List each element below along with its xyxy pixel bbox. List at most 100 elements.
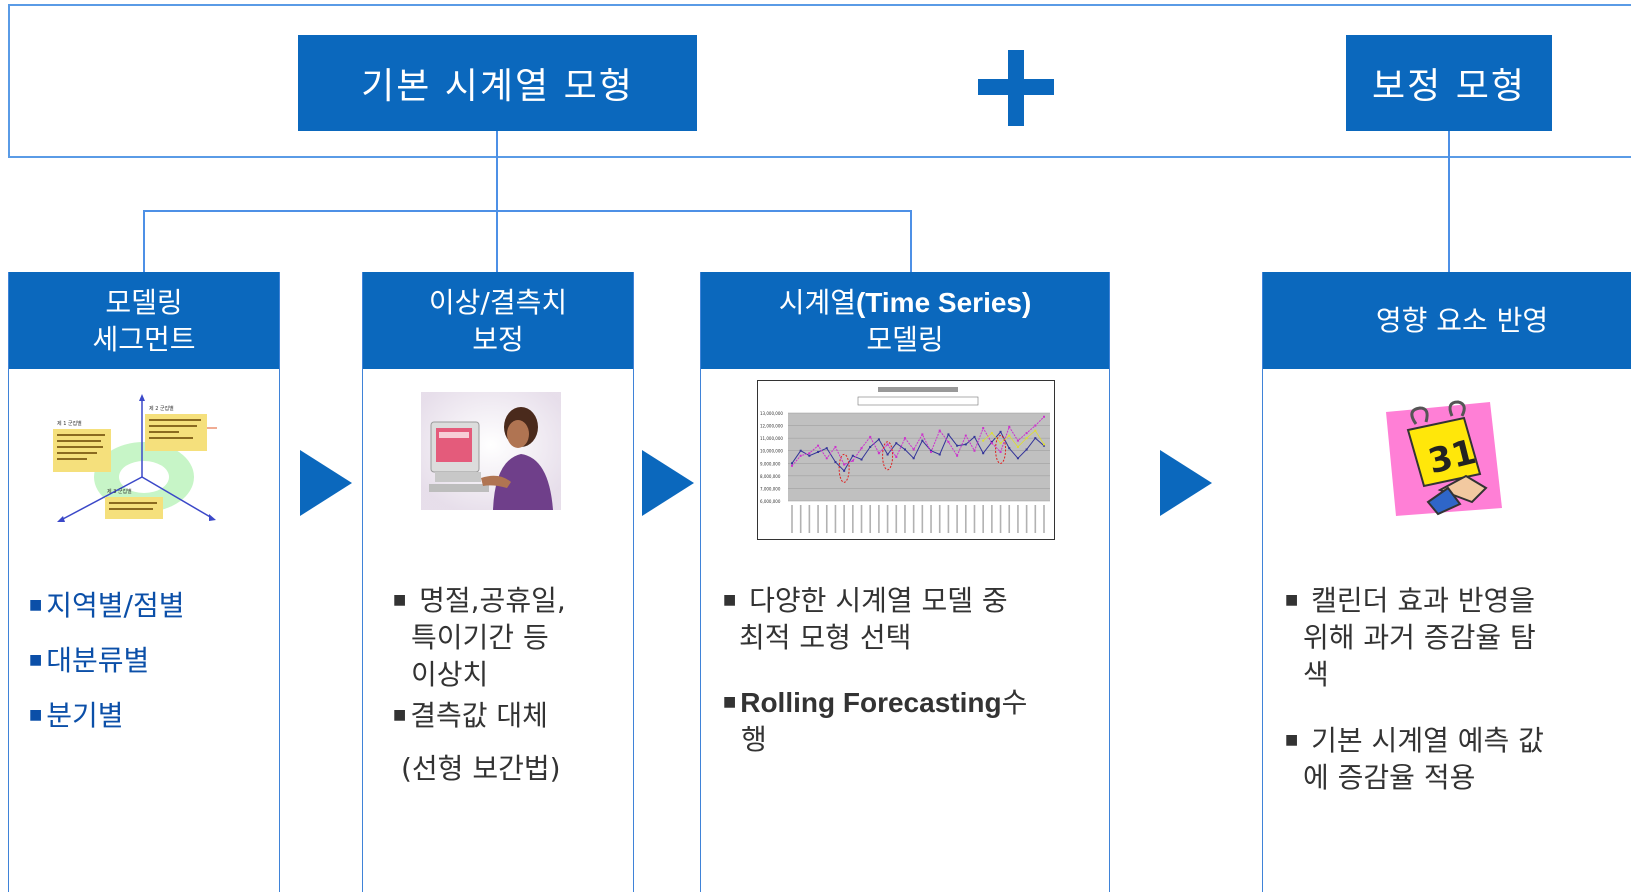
x-tick-label <box>808 505 811 533</box>
data-point <box>930 450 933 453</box>
x-tick-label <box>912 505 915 533</box>
column-header: 모델링 세그먼트 <box>9 272 279 369</box>
data-point <box>1043 415 1045 418</box>
data-point <box>1016 445 1019 448</box>
plus-icon-vertical <box>1008 50 1024 126</box>
data-point <box>869 445 872 448</box>
basic-timeseries-model-label: 기본 시계열 모형 <box>361 66 634 107</box>
x-tick-label <box>791 505 793 533</box>
connector-left-vertical <box>496 131 498 272</box>
data-point <box>956 454 959 457</box>
series-line <box>791 431 1045 472</box>
connector-col1 <box>143 210 145 272</box>
data-point <box>834 461 837 464</box>
connector-right-vertical <box>1448 131 1450 272</box>
x-tick-label <box>1034 505 1037 533</box>
calendar-icon: 31 <box>1386 400 1502 516</box>
column-modeling-segment: 모델링 세그먼트 제 1 군집별 제 2 군집별 제 3 군집별 ■지역별/점별… <box>8 272 280 892</box>
data-point <box>1043 444 1045 447</box>
basic-timeseries-model-box: 기본 시계열 모형 <box>298 35 697 131</box>
data-point <box>973 449 976 452</box>
data-point <box>1043 443 1045 446</box>
data-point <box>930 449 933 452</box>
y-tick-label: 12,000,000 <box>760 424 783 429</box>
column-anomaly-correction: 이상/결측치 보정 ■ 명절,공휴일, 특이기간 등 이상치 ■결측값 대체 (… <box>362 272 634 892</box>
data-point <box>903 437 906 440</box>
y-tick-label: 6,000,000 <box>760 499 781 504</box>
arrow-right-1 <box>300 450 352 516</box>
column-title-line2: 보정 <box>472 322 524 356</box>
data-point <box>851 459 854 462</box>
x-tick-label <box>982 505 984 533</box>
data-point <box>1034 437 1037 440</box>
data-point <box>912 448 915 451</box>
data-point <box>886 453 889 456</box>
data-point <box>1008 447 1011 450</box>
data-point <box>999 442 1002 445</box>
bullet-calendar-effect: ■ 캘린더 효과 반영을 위해 과거 증감율 탐 색 <box>1285 584 1536 691</box>
x-tick-label <box>799 505 802 533</box>
data-point <box>825 447 828 450</box>
data-point <box>947 440 950 443</box>
data-point <box>956 444 959 447</box>
data-point <box>869 435 872 438</box>
data-point <box>982 427 985 430</box>
bullet-category: ■대분류별 <box>29 644 150 677</box>
x-tick-label <box>999 505 1002 533</box>
chart-title-mark <box>878 387 958 392</box>
cluster-label-1: 제 1 군집별 <box>57 420 82 427</box>
x-tick-label <box>964 505 967 533</box>
column-header: 이상/결측치 보정 <box>363 272 633 369</box>
data-point <box>808 454 811 457</box>
timeseries-chart: 13,000,00012,000,00011,000,00010,000,000… <box>760 387 1050 533</box>
data-point <box>1016 457 1019 460</box>
series-line <box>791 416 1045 467</box>
connector-horizontal <box>143 210 912 212</box>
data-point <box>877 438 880 441</box>
data-point <box>851 454 854 457</box>
data-point <box>1034 424 1037 427</box>
data-point <box>1034 429 1037 432</box>
y-tick-label: 13,000,000 <box>760 411 783 416</box>
bullet-rolling-forecast: ■Rolling Forecasting수 행 <box>723 686 1028 756</box>
data-point <box>999 430 1002 433</box>
x-tick-label <box>956 505 958 533</box>
cluster-label-3: 제 3 군집별 <box>107 488 132 495</box>
x-tick-label <box>947 505 950 533</box>
data-point <box>982 439 985 442</box>
column-title-line1: 이상/결측치 <box>428 285 568 319</box>
data-point <box>999 450 1002 453</box>
data-point <box>921 439 924 442</box>
y-tick-label: 11,000,000 <box>760 436 783 441</box>
data-point <box>799 454 802 457</box>
x-tick-label <box>1025 505 1028 533</box>
x-tick-label <box>825 505 828 533</box>
column-impact-factors: 영향 요소 반영 31 ■ 캘린더 효과 반영을 위해 과거 증감율 탐 색 ■… <box>1262 272 1631 892</box>
data-point <box>843 463 846 466</box>
arrow-right-3 <box>1160 450 1212 516</box>
data-point <box>1008 434 1011 437</box>
data-point <box>886 443 889 446</box>
cluster-label-2: 제 2 군집별 <box>149 405 174 412</box>
data-point <box>912 457 915 460</box>
data-point <box>895 456 898 458</box>
data-point <box>982 452 985 455</box>
data-point <box>964 434 967 437</box>
data-point <box>791 462 793 465</box>
data-point <box>1025 448 1028 451</box>
x-tick-label <box>886 505 889 533</box>
bullet-apply-rate: ■ 기본 시계열 예측 값 에 증감율 적용 <box>1285 724 1544 794</box>
data-point <box>1025 432 1028 435</box>
data-point <box>903 448 906 451</box>
column-title-line2: 세그먼트 <box>92 322 196 356</box>
data-point <box>1008 425 1011 428</box>
column-title-line2: 모델링 <box>866 322 944 356</box>
data-point <box>808 452 811 455</box>
data-point <box>921 433 924 436</box>
correction-model-box: 보정 모형 <box>1346 35 1552 131</box>
series-line <box>982 429 1045 448</box>
x-tick-label <box>930 505 932 533</box>
x-tick-label <box>1017 505 1019 533</box>
bullet-quarter: ■분기별 <box>29 699 124 732</box>
